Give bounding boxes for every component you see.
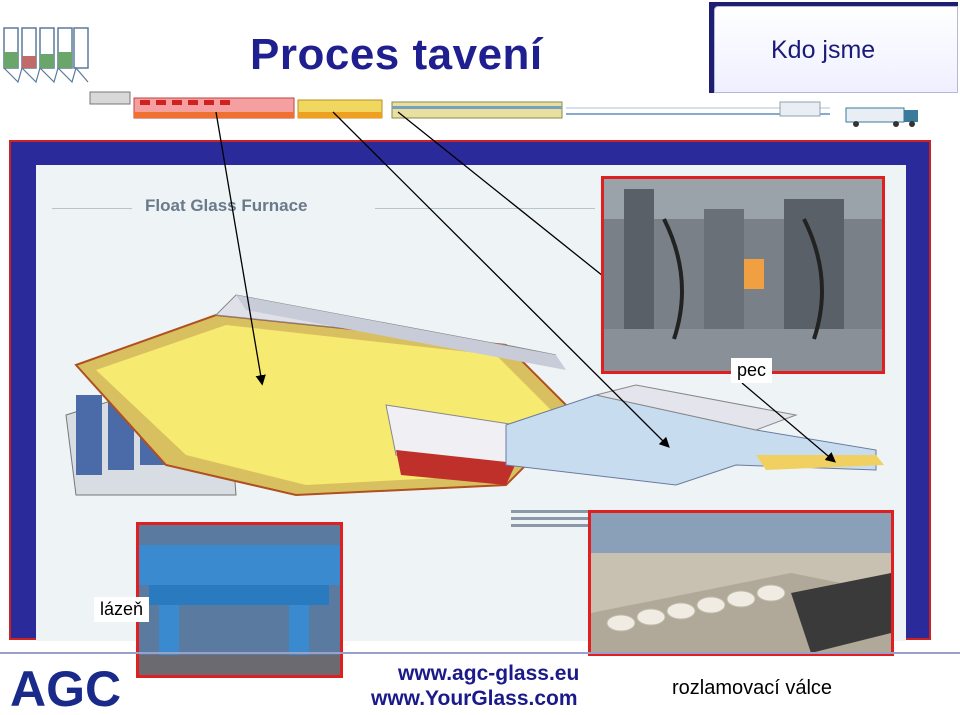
footer-link-yourglass[interactable]: www.YourGlass.com [371,687,578,710]
rollers-image [591,513,891,653]
arrow-bath [332,111,670,448]
production-line-illustration [3,27,918,127]
arrow-lazen [215,111,266,386]
page-title: Proces tavení [250,30,543,79]
label-pec: pec [731,358,773,383]
footer-link-agc[interactable]: www.agc-glass.eu [398,662,580,685]
arrow-pec [397,111,609,281]
arrow-rollers [741,382,836,463]
photo-furnace [601,176,885,374]
heading-rule-right [375,208,595,209]
kdo-jsme-button[interactable] [714,6,958,93]
svg-text:AGC: AGC [10,662,121,712]
agc-logo: AGC [10,662,121,712]
kdo-jsme-label: Kdo jsme [771,36,876,64]
furnace-machinery-image [604,179,882,371]
furnace-heading: Float Glass Furnace [145,196,308,215]
float-glass-furnace-illustration [65,294,884,527]
bath-machinery-image [139,525,340,675]
footer-divider [0,652,960,654]
photo-rollers [588,510,894,656]
heading-rule-left [52,208,132,209]
label-lazen: lázeň [94,597,150,622]
label-rollers: rozlamovací válce [672,677,833,700]
photo-bath [136,522,343,678]
